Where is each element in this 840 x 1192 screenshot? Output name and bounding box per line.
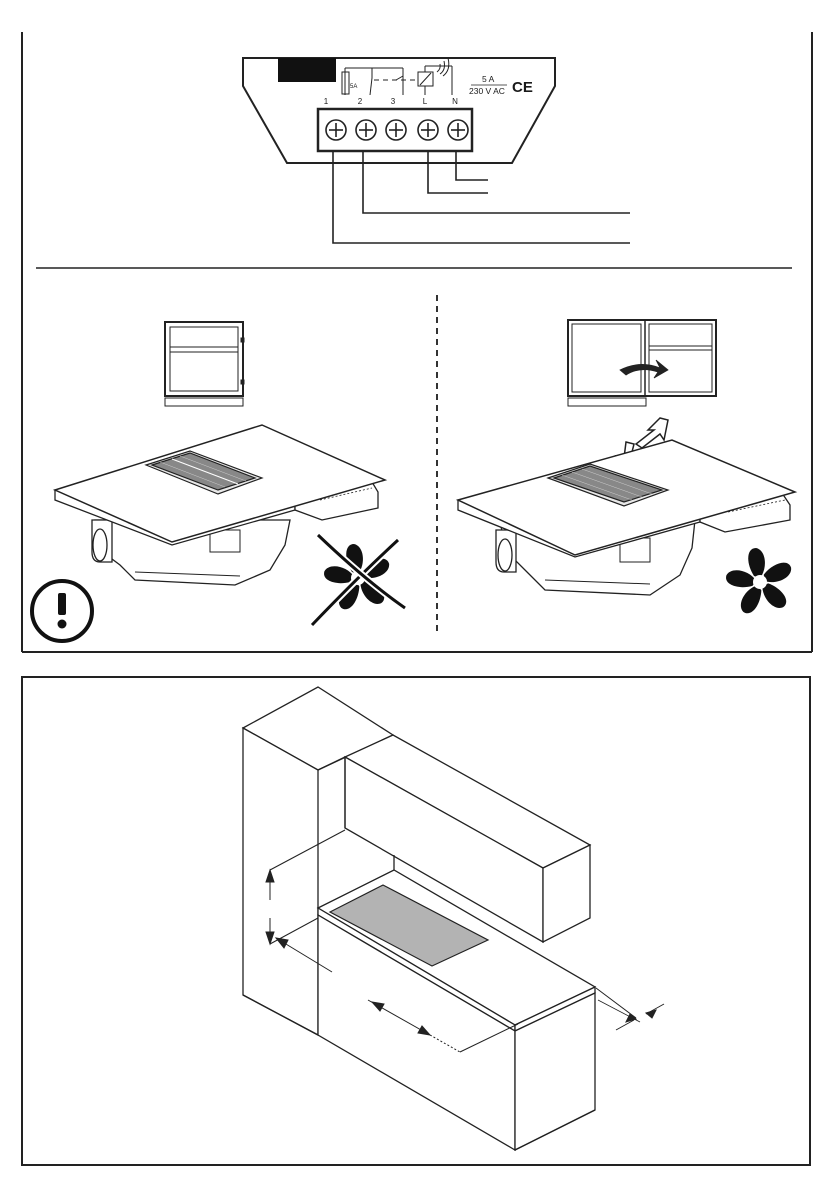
downdraft-hob-right xyxy=(458,440,795,595)
screw-terminal-2 xyxy=(356,120,376,140)
wire-1 xyxy=(333,151,630,243)
terminal-label-1: 1 xyxy=(324,97,329,106)
terminal-label-n: N xyxy=(452,97,458,106)
terminal-label-l: L xyxy=(423,97,428,106)
screw-terminal-n xyxy=(448,120,468,140)
wiring-terminal-diagram: 5A 1 2 3 L N 5 A 230 V AC CE xyxy=(243,58,630,243)
terminal-label-2: 2 xyxy=(358,97,363,106)
door-swing-arrow xyxy=(620,360,668,378)
screw-terminal-1 xyxy=(326,120,346,140)
fan-crossed-out-icon xyxy=(312,535,405,625)
screw-terminal-3 xyxy=(386,120,406,140)
motor-housing xyxy=(496,530,516,572)
scene-fan-off xyxy=(32,322,405,641)
downdraft-hob-left xyxy=(55,425,385,585)
cabinet-closed xyxy=(165,322,244,406)
cabinet-door-open xyxy=(568,320,716,406)
rating-voltage-label: 230 V AC xyxy=(469,86,505,96)
warning-icon xyxy=(32,581,92,641)
fuse-rating-label: 5A xyxy=(350,84,357,90)
connection-wires xyxy=(333,151,630,243)
housing-label-block xyxy=(278,58,336,82)
scene-fan-on xyxy=(458,320,795,616)
rating-current-label: 5 A xyxy=(482,74,495,84)
screw-terminal-l xyxy=(418,120,438,140)
ce-mark: CE xyxy=(512,79,533,96)
fan-running-icon xyxy=(724,548,794,616)
kitchen-installation-view xyxy=(243,687,595,1150)
terminal-label-3: 3 xyxy=(391,97,396,106)
